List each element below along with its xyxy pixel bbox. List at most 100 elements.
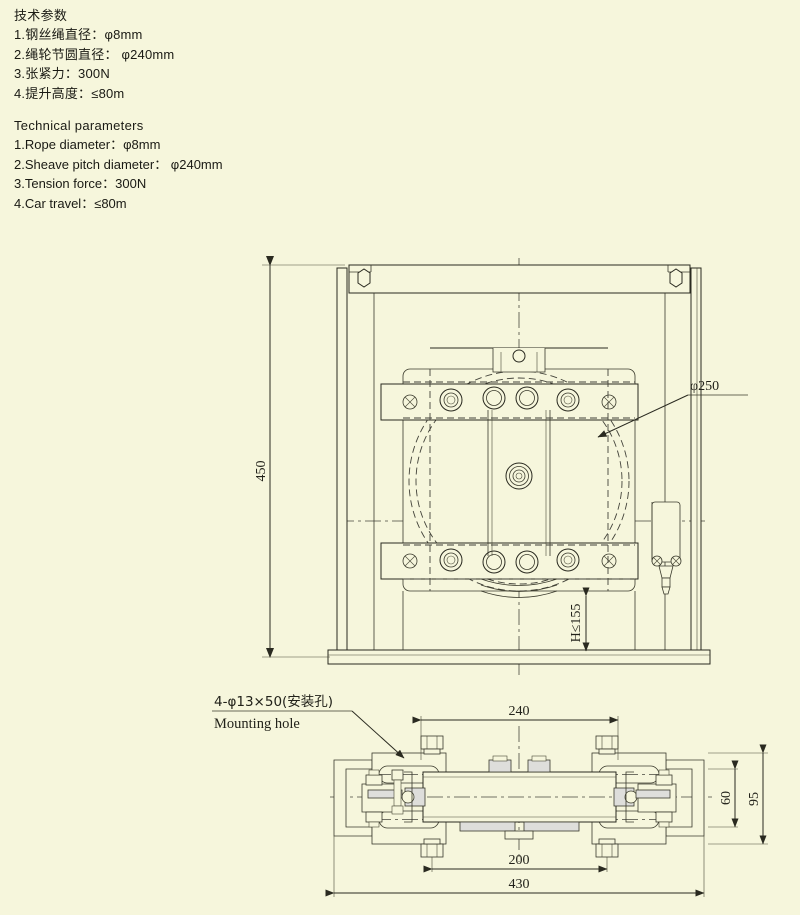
linkage-bracket-right <box>625 771 634 823</box>
dim-240-label: 240 <box>509 704 530 719</box>
dim-430-label: 430 <box>509 877 530 892</box>
top-cross-beam <box>348 264 691 294</box>
bushing-lower-right <box>556 548 580 572</box>
dimension-hole-spacing-200: 200 <box>423 853 608 873</box>
base-stiffeners <box>402 591 636 650</box>
specs-en-item-4: 4.Car travel：≤80m <box>14 195 127 211</box>
specs-cn-item-4: 4.提升高度：≤80m <box>14 85 125 101</box>
hex-bolt-plan-top-left <box>420 735 444 755</box>
dim-200-label: 200 <box>509 853 530 868</box>
hex-bolt-top-left-icon <box>357 268 371 288</box>
linkage-pin-center <box>391 769 404 815</box>
front-elevation-view: 450 H≤155 φ250 <box>254 256 748 675</box>
specification-text-block: 技术参数 1.钢丝绳直径：φ8mm 2.绳轮节圆直径： φ240mm 3.张紧力… <box>14 6 434 213</box>
dimension-outer-height-95: 95 <box>708 744 768 845</box>
screw-head-lower-left <box>402 553 418 569</box>
callout-mounting-hole-label-en: Mounting hole <box>214 716 300 732</box>
sheave-center-hub <box>505 462 533 490</box>
center-strip-left <box>459 821 516 832</box>
tension-switch-device <box>651 501 682 595</box>
corner-hex-bolts <box>420 735 619 858</box>
switch-screw-left <box>651 555 663 567</box>
bushing-upper-right <box>556 388 580 412</box>
specs-en-item-3: 3.Tension force：300N <box>14 176 147 191</box>
base-plate-body <box>327 649 711 665</box>
center-strip-bottom <box>459 821 580 840</box>
frame-upright-right <box>690 267 702 659</box>
tension-switch-body <box>651 501 681 563</box>
specs-cn-item-1: 1.钢丝绳直径：φ8mm <box>14 27 143 42</box>
bore-lower-inner-right <box>515 550 539 574</box>
dim-95-label: 95 <box>747 792 762 806</box>
specs-en-item-2: 2.Sheave pitch diameter： φ240mm <box>14 156 223 172</box>
center-strip-right <box>523 821 580 832</box>
rope-groove-arcs <box>480 578 558 598</box>
bushing-lower-left <box>439 548 463 572</box>
specs-cn-item-3: 3.张紧力：300N <box>14 66 110 81</box>
specs-en-group: Technical parameters 1.Rope diameter：φ8m… <box>14 116 434 213</box>
specs-en-item-1: 1.Rope diameter：φ8mm <box>14 137 161 152</box>
dim-60-label: 60 <box>719 791 734 805</box>
linkage-bar-right <box>635 789 671 799</box>
screw-head-upper-right <box>601 394 617 410</box>
linkage-bolt-right-upper <box>655 769 673 786</box>
lower-clamp-body <box>380 542 639 580</box>
hex-bolt-plan-bottom-right <box>595 838 619 858</box>
specs-cn-title: 技术参数 <box>14 8 68 23</box>
bushing-upper-left <box>439 388 463 412</box>
linkage-bracket-left <box>404 771 413 823</box>
shaft-end-right <box>624 790 638 804</box>
specs-en-title: Technical parameters <box>14 118 144 133</box>
dimension-inner-height-60: 60 <box>708 760 739 828</box>
upper-clamp-body <box>380 383 639 421</box>
sheave-pitch-circle <box>415 377 623 585</box>
center-bolts-top <box>488 755 551 773</box>
sheave-body-section <box>400 771 640 823</box>
left-linkage-cluster <box>361 769 413 828</box>
frame-upright-left <box>336 267 348 659</box>
callout-phi250-label: φ250 <box>690 379 719 394</box>
switch-plunger-lower <box>661 577 671 588</box>
hex-bolt-plan-bottom-left <box>420 838 444 858</box>
screw-head-lower-right <box>601 553 617 569</box>
bore-upper-inner-left <box>482 386 506 410</box>
callout-mounting-hole-label-cn: 4-φ13×50(安装孔) <box>214 694 333 710</box>
center-strip-tab <box>504 830 534 840</box>
bore-upper-inner-right <box>515 386 539 410</box>
dim-h155-label: H≤155 <box>569 604 584 643</box>
callout-mounting-hole: 4-φ13×50(安装孔) Mounting hole <box>212 694 405 759</box>
linkage-bolt-right-lower <box>655 811 673 828</box>
internal-construction-lines <box>403 369 635 591</box>
dimension-sheave-width-240: 240 <box>412 704 619 760</box>
callout-mounting-hole-leader <box>351 710 405 759</box>
dimension-overall-width-430: 430 <box>325 836 705 897</box>
right-linkage-cluster <box>625 769 677 828</box>
specs-cn-item-2: 2.绳轮节圆直径： φ240mm <box>14 46 175 62</box>
callout-phi250-leader <box>597 394 689 438</box>
linkage-bar-left <box>367 789 403 799</box>
callout-sheave-outer-diameter: φ250 <box>597 379 748 438</box>
central-body-column <box>487 410 551 556</box>
center-bolt-top-left <box>488 759 512 773</box>
base-plate <box>327 649 711 665</box>
hex-bolt-plan-top-right <box>595 735 619 755</box>
lower-clamp-bar <box>380 542 639 580</box>
dimension-sheave-clearance-H155: H≤155 <box>569 587 590 652</box>
hanger-eye-hole <box>512 349 526 363</box>
dim-450-label: 450 <box>254 461 269 482</box>
switch-plunger-upper <box>658 565 674 579</box>
plan-section-view: 240 200 430 60 <box>212 694 768 897</box>
top-hanger-bracket <box>430 347 608 373</box>
center-bolt-top-right <box>527 759 551 773</box>
bore-lower-inner-left <box>482 550 506 574</box>
dimension-overall-height-450: 450 <box>254 256 345 658</box>
upper-clamp-bar <box>380 383 639 421</box>
switch-tip <box>661 586 671 595</box>
hex-bolt-top-right-icon <box>669 268 683 288</box>
screw-head-upper-left <box>402 394 418 410</box>
top-beam-body <box>348 264 691 294</box>
shaft-end-assemblies <box>401 787 638 807</box>
switch-screw-right <box>670 555 682 567</box>
